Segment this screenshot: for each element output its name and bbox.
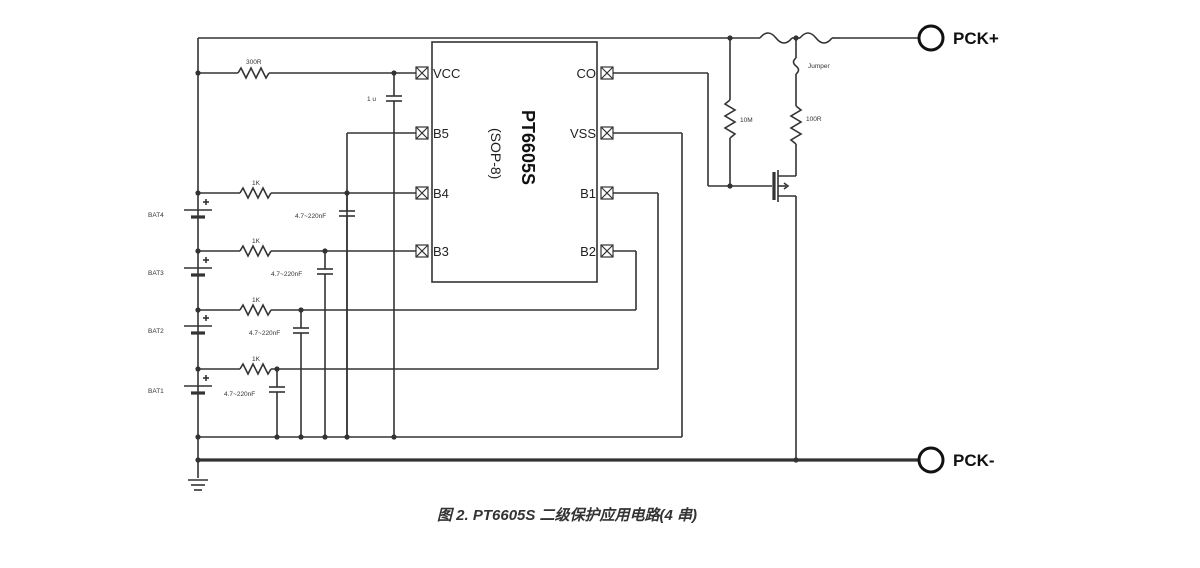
junction-dots — [195, 35, 799, 463]
pin-box-b3 — [415, 244, 429, 258]
vcc-cap-label: 1 u — [367, 96, 376, 103]
battery-bat2-icon — [184, 315, 212, 335]
battery-label-bat4: BAT4 — [148, 212, 164, 219]
chip-package: (SOP-8) — [488, 128, 504, 179]
jumper-label: Jumper — [808, 63, 831, 70]
pin-box-b1 — [600, 186, 614, 200]
mosfet-icon — [772, 170, 796, 202]
input-resistor-label-4: 1K — [252, 356, 261, 363]
input-row-b3 — [198, 244, 416, 437]
pin-label-b5: B5 — [433, 126, 449, 141]
figure-caption: 图 2. PT6605S 二级保护应用电路(4 串) — [437, 506, 697, 524]
input-cap-label-2: 4.7~220nF — [271, 271, 302, 278]
vcc-branch — [198, 66, 416, 437]
fuse-branch — [759, 32, 840, 460]
pin-label-b2: B2 — [580, 244, 596, 259]
fuse-resistor-label: 100R — [806, 116, 822, 123]
pin-box-b5 — [415, 126, 429, 140]
input-resistor-label-2: 1K — [252, 238, 261, 245]
battery-bat1-icon — [184, 375, 212, 395]
vcc-resistor-label: 300R — [246, 59, 262, 66]
battery-bat3-icon — [184, 257, 212, 277]
battery-label-bat1: BAT1 — [148, 388, 164, 395]
terminal-pck-minus-icon — [917, 446, 945, 474]
ground-icon — [188, 479, 208, 491]
b5-wiring — [346, 132, 416, 437]
chip-pt6605s: PT6605S (SOP-8) — [415, 41, 614, 283]
pin-label-vcc: VCC — [433, 66, 460, 81]
chip-name: PT6605S — [518, 110, 538, 185]
pin-box-vcc — [415, 66, 429, 80]
pin-box-b2 — [600, 244, 614, 258]
pin-label-b3: B3 — [433, 244, 449, 259]
terminal-pck-plus-icon — [917, 24, 945, 52]
battery-bat4-icon — [184, 199, 212, 219]
input-row-b4 — [198, 186, 416, 217]
input-cap-label-3: 4.7~220nF — [249, 330, 280, 337]
pin-label-co: CO — [577, 66, 597, 81]
pin-label-vss: VSS — [570, 126, 596, 141]
battery-label-bat2: BAT2 — [148, 328, 164, 335]
pin-box-vss — [600, 126, 614, 140]
pin-box-b4 — [415, 186, 429, 200]
terminal-pck-plus-label: PCK+ — [953, 29, 999, 48]
terminal-pck-minus-label: PCK- — [953, 451, 995, 470]
input-resistor-label-3: 1K — [252, 297, 261, 304]
pin-label-b1: B1 — [580, 186, 596, 201]
pin-label-b4: B4 — [433, 186, 449, 201]
input-cap-label-4: 4.7~220nF — [224, 391, 255, 398]
input-row-b2 — [198, 303, 636, 437]
co-mosfet-branch — [613, 38, 772, 187]
rails — [197, 37, 918, 478]
input-row-b1 — [198, 362, 658, 437]
input-cap-label-1: 4.7~220nF — [295, 213, 326, 220]
input-resistor-label-1: 1K — [252, 180, 261, 187]
gate-resistor-label: 10M — [740, 117, 753, 124]
battery-label-bat3: BAT3 — [148, 270, 164, 277]
pin-box-co — [600, 66, 614, 80]
